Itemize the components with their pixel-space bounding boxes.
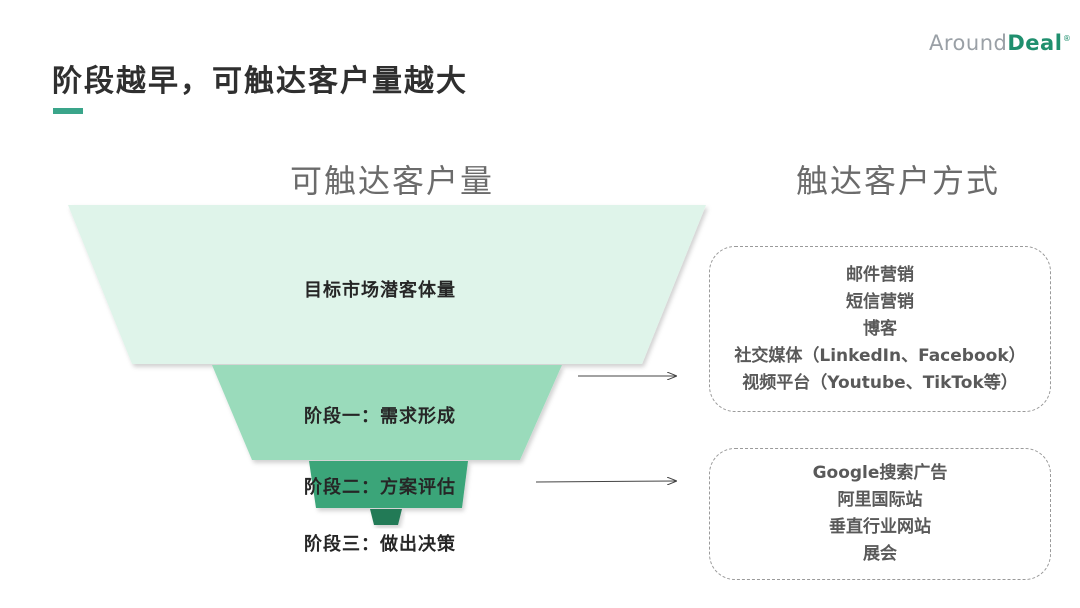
method-item: 短信营销 xyxy=(846,291,914,312)
funnel-stage-2 xyxy=(309,461,468,508)
funnel-stage-1-label: 阶段一：需求形成 xyxy=(304,406,456,427)
method-item: 邮件营销 xyxy=(846,264,914,285)
logo-text-deal: Deal xyxy=(1007,31,1063,55)
methods-box-1: 邮件营销 短信营销 博客 社交媒体（LinkedIn、Facebook） 视频平… xyxy=(709,246,1051,412)
funnel-stage-top-label: 目标市场潜客体量 xyxy=(304,280,456,301)
method-item: 阿里国际站 xyxy=(837,490,923,510)
logo-text-around: Around xyxy=(929,31,1008,55)
method-item: 博客 xyxy=(863,318,897,339)
arrow-to-box-2 xyxy=(535,481,676,482)
funnel-stage-2-label: 阶段二：方案评估 xyxy=(304,477,456,498)
logo: AroundDeal® xyxy=(929,30,1071,56)
method-item: Google搜索广告 xyxy=(812,463,948,483)
title-accent-bar xyxy=(53,108,83,114)
method-item: 社交媒体（LinkedIn、Facebook） xyxy=(734,345,1026,366)
funnel-stage-1 xyxy=(212,365,562,460)
logo-registered-mark: ® xyxy=(1062,34,1072,43)
funnel-stage-3 xyxy=(370,509,402,525)
method-item: 垂直行业网站 xyxy=(829,517,931,537)
methods-box-2: Google搜索广告 阿里国际站 垂直行业网站 展会 xyxy=(709,448,1051,580)
funnel-stage-3-label: 阶段三：做出决策 xyxy=(304,534,456,555)
method-item: 展会 xyxy=(863,544,897,564)
funnel-stage-top xyxy=(68,205,706,364)
methods-heading: 触达客户方式 xyxy=(796,162,1001,200)
funnel-heading: 可触达客户量 xyxy=(290,162,495,200)
page-title: 阶段越早，可触达客户量越大 xyxy=(52,64,468,99)
method-item: 视频平台（Youtube、TikTok等） xyxy=(742,372,1018,393)
